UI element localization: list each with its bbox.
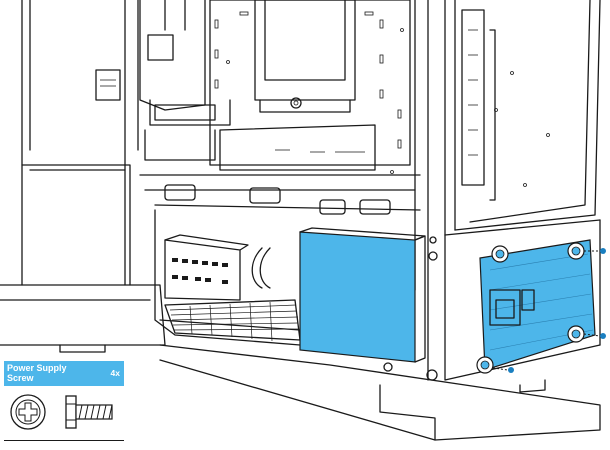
- legend-divider: [4, 440, 124, 441]
- legend-title-line2: Screw: [7, 373, 34, 383]
- legend-quantity: 4x: [111, 368, 120, 378]
- screw-head-icon: [11, 395, 45, 429]
- legend-body: [4, 386, 124, 441]
- motherboard-tray: [140, 0, 420, 190]
- psu-shroud: [155, 210, 300, 345]
- legend-title-line1: Power Supply: [7, 363, 67, 373]
- screw-side-icon: [66, 396, 112, 428]
- power-supply-unit: [300, 228, 595, 370]
- legend-title: Power Supply Screw: [7, 363, 97, 383]
- screw-legend: Power Supply Screw 4x: [4, 361, 124, 441]
- legend-header: Power Supply Screw 4x: [4, 361, 124, 386]
- screw-marker-1: [492, 246, 508, 262]
